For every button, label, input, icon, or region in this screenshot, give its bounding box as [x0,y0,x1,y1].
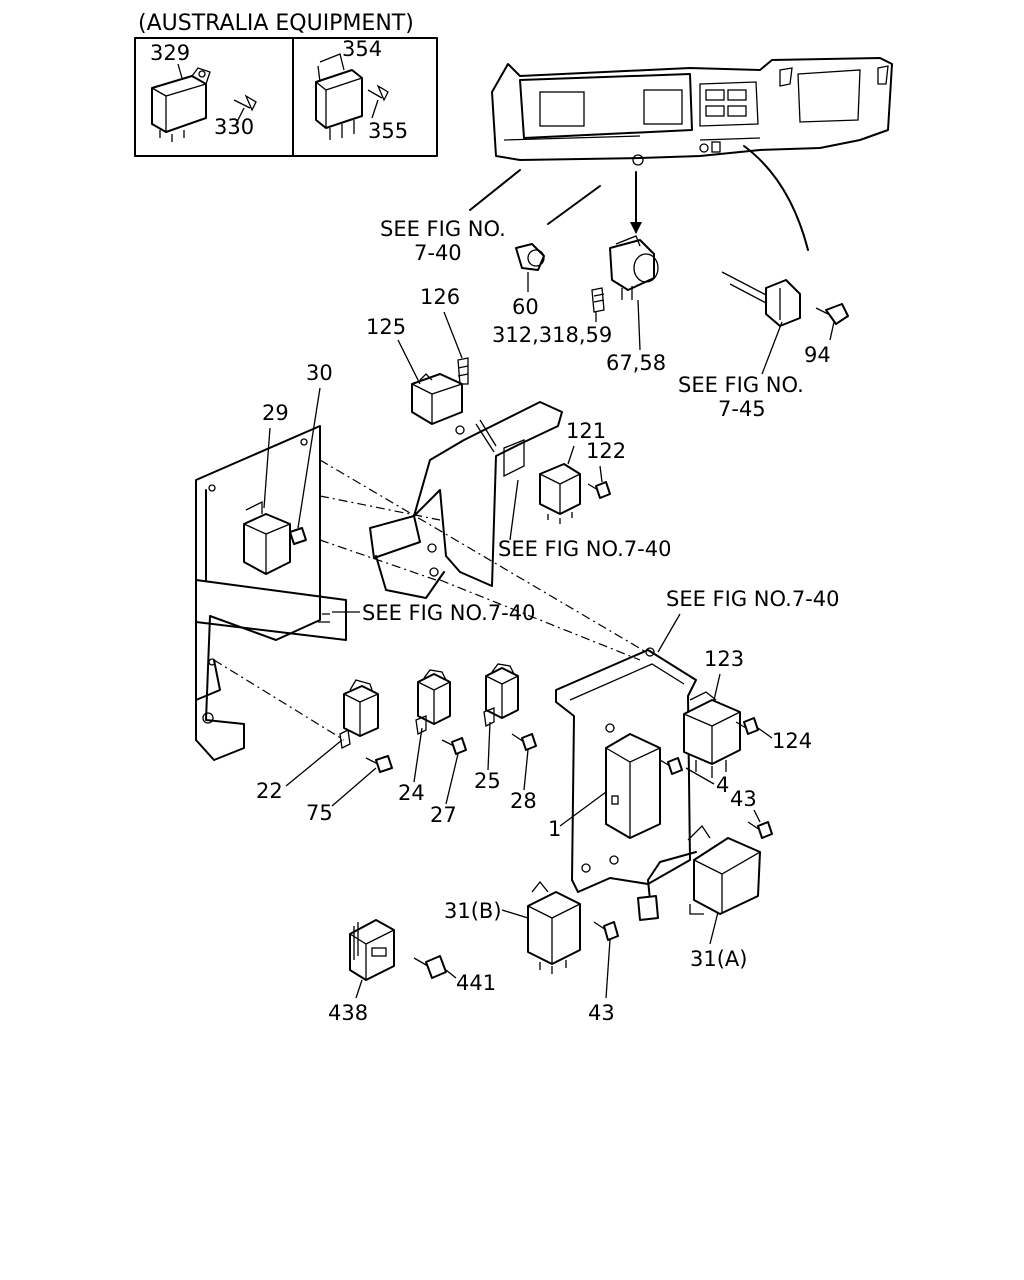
label-121: 121 [566,419,606,443]
relay-123-drawing [683,691,741,778]
screw-94-drawing [815,303,849,325]
label-27: 27 [430,803,457,827]
label-28: 28 [510,789,537,813]
screw-27-drawing [441,737,467,755]
ref-see-fig-top-num: 7-40 [414,241,462,265]
screw-43-lower-drawing [593,921,619,941]
label-29: 29 [262,401,289,425]
label-355: 355 [368,119,408,143]
screw-312-drawing [591,287,605,313]
relay-121-drawing [539,463,581,524]
label-441: 441 [456,971,496,995]
label-22: 22 [256,779,283,803]
label-124: 124 [772,729,812,753]
module-31a-drawing [637,824,761,921]
arrow-60 [547,185,601,225]
label-125: 125 [366,315,406,339]
screw-75-drawing [365,755,393,773]
label-329: 329 [150,41,190,65]
right-bracket-drawing [555,647,697,893]
unit-1-drawing [605,733,661,839]
label-94: 94 [804,343,831,367]
label-60: 60 [512,295,539,319]
leader-curve-94 [743,145,809,251]
label-354: 354 [342,37,382,61]
label-126: 126 [420,285,460,309]
australia-equipment-header: (AUSTRALIA EQUIPMENT) [138,11,414,36]
relay-22-drawing [339,679,379,749]
instrument-panel-drawing [491,57,893,166]
connector-94-drawing [721,271,801,327]
label-312-318-59: 312,318,59 [492,323,612,347]
label-30: 30 [306,361,333,385]
ref-see-fig-right: SEE FIG NO.7-40 [666,587,840,611]
label-24: 24 [398,781,425,805]
label-31b: 31(B) [444,899,502,923]
clip-60-drawing [515,243,545,271]
relay-31b-drawing [527,880,581,974]
relay-24-drawing [415,669,451,735]
label-43-upper: 43 [730,787,757,811]
center-bracket-drawing [369,401,563,599]
ref-see-fig-top: SEE FIG NO. [380,217,506,241]
module-438-drawing [349,919,395,981]
label-75: 75 [306,801,333,825]
relay-125-drawing [411,373,463,425]
label-43-lower: 43 [588,1001,615,1025]
ref-see-fig-745: SEE FIG NO. [678,373,804,397]
label-438: 438 [328,1001,368,1025]
alignment-lines [213,459,647,741]
buzzer-67-drawing [609,235,659,300]
screw-4-drawing [659,757,683,775]
ref-see-fig-745-num: 7-45 [718,397,766,421]
screw-126-drawing [457,357,469,385]
relay-354-drawing [315,53,363,140]
screw-43-upper-drawing [747,821,773,839]
ref-see-fig-left: SEE FIG NO.7-40 [362,601,536,625]
label-1: 1 [548,817,561,841]
label-122: 122 [586,439,626,463]
left-bracket-drawing [195,425,347,761]
label-25: 25 [474,769,501,793]
australia-inset-box [134,37,438,157]
screw-122-drawing [587,481,611,499]
label-123: 123 [704,647,744,671]
relay-29-drawing [243,500,291,575]
ref-see-fig-center: SEE FIG NO.7-40 [498,537,672,561]
screw-355-drawing [367,84,389,102]
screw-441-drawing [413,955,447,979]
label-4: 4 [716,773,729,797]
arrow-head-67 [630,222,642,234]
label-31a: 31(A) [690,947,747,971]
screw-28-drawing [511,733,537,751]
leader-ref-top [469,169,521,211]
screw-330-drawing [233,94,257,112]
screw-30-drawing [289,527,307,545]
screw-124-drawing [735,717,759,735]
label-67-58: 67,58 [606,351,666,375]
relay-329-drawing [151,67,211,142]
relay-25-drawing [483,663,519,727]
label-330: 330 [214,115,254,139]
